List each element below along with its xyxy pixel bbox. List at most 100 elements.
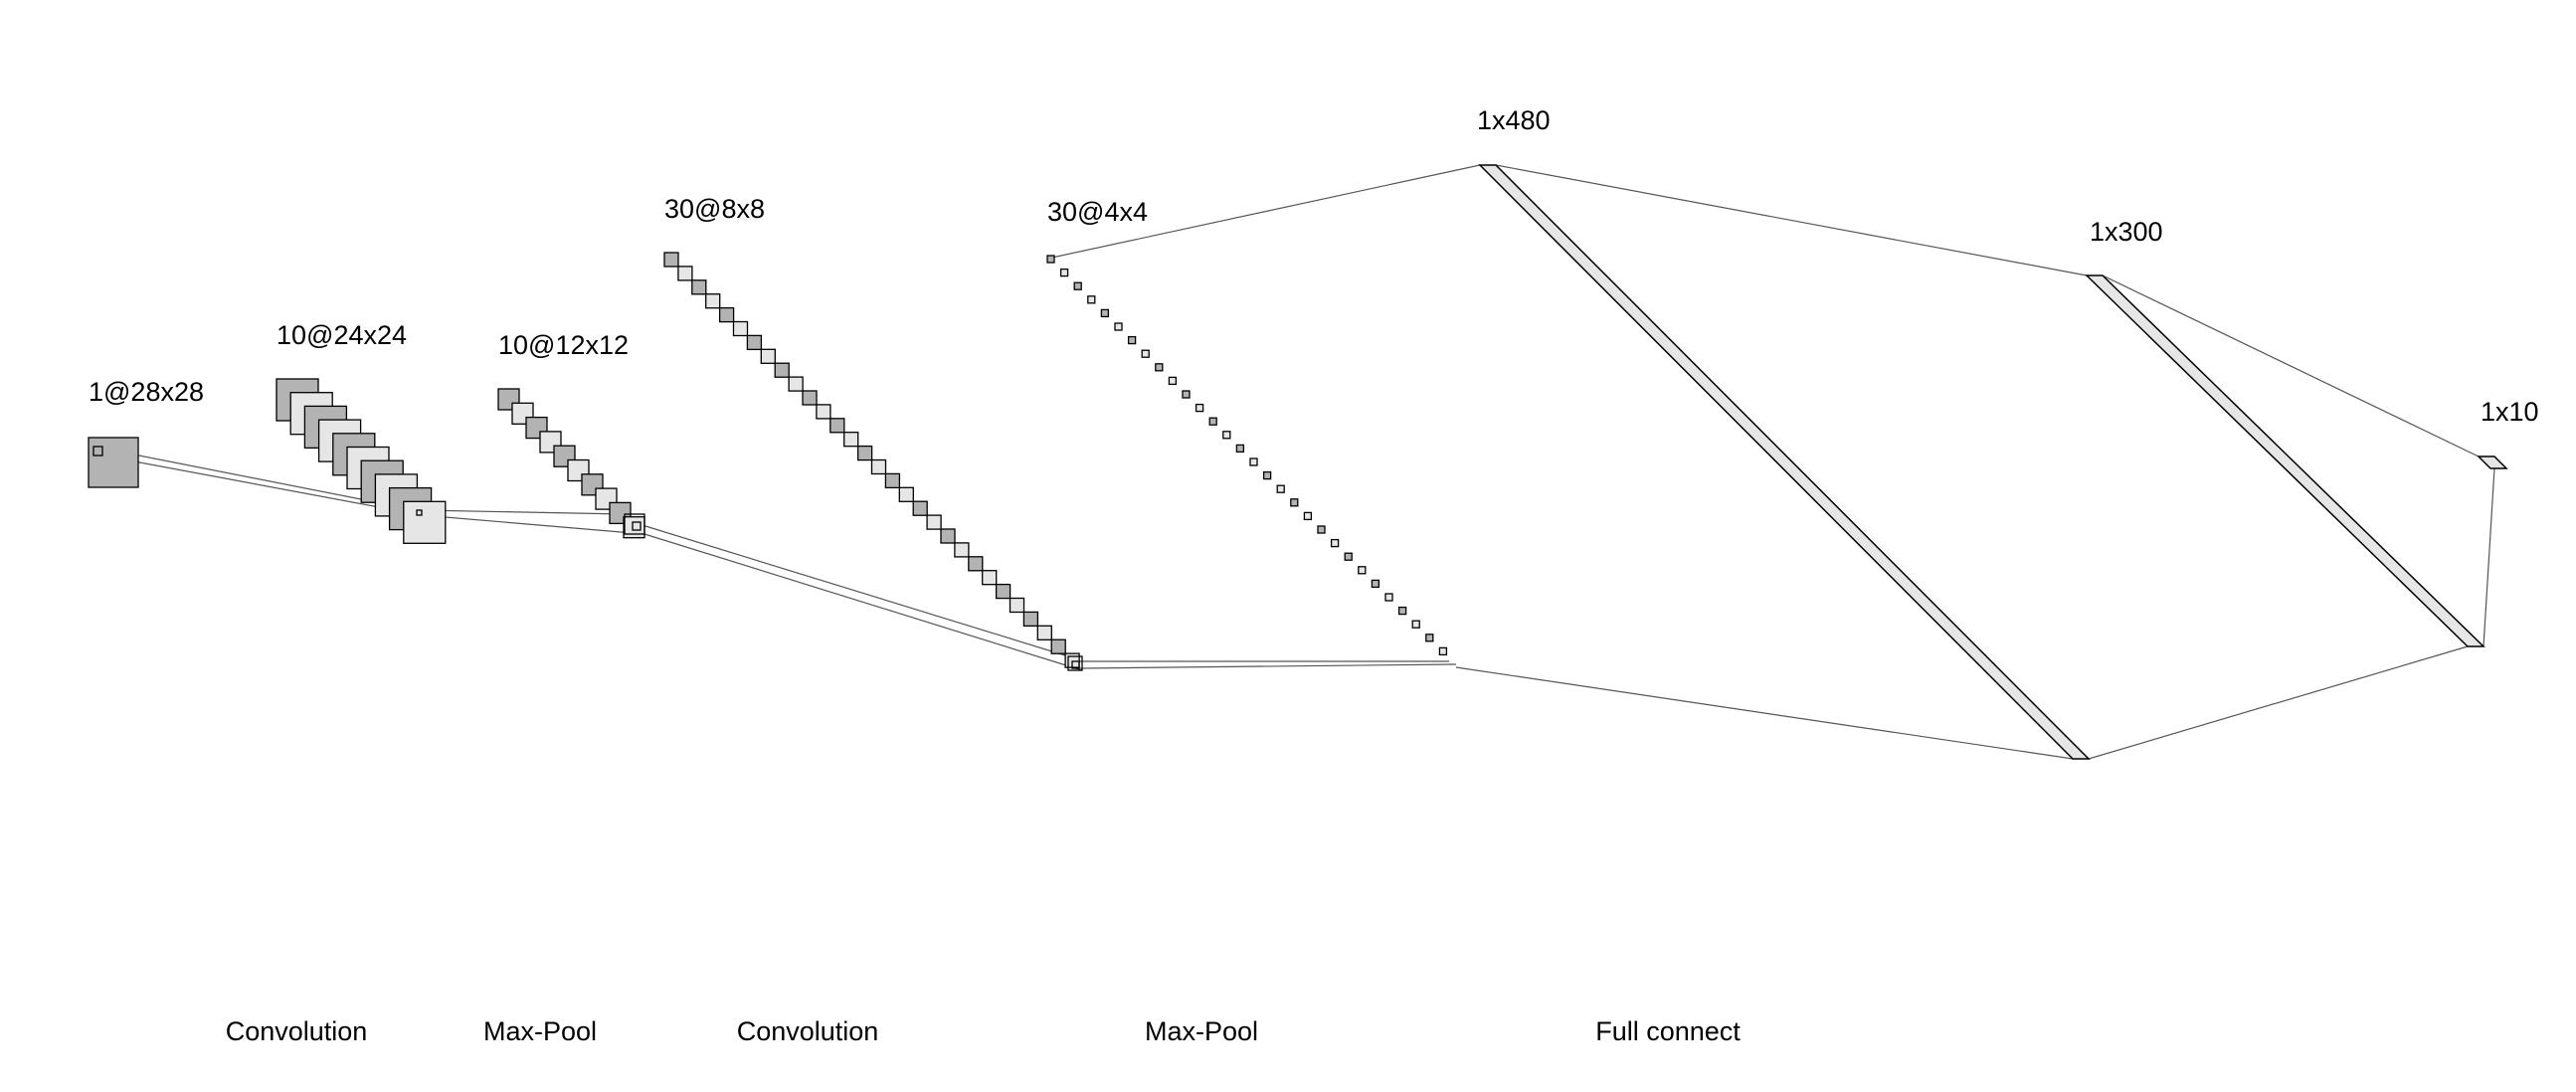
pool2-feature-map <box>1411 620 1420 629</box>
conv2-layer-label: 30@8x8 <box>664 194 765 224</box>
pool2-feature-map <box>1235 444 1245 454</box>
conv2-feature-map <box>663 252 679 268</box>
connection-line <box>2088 645 2469 760</box>
pool2-feature-map <box>1276 484 1285 493</box>
connection-line <box>2483 467 2495 647</box>
conv2-feature-map <box>760 348 776 364</box>
output-layer <box>2477 455 2508 469</box>
conv2-feature-map <box>1022 611 1039 628</box>
conv2-feature-map <box>677 266 693 281</box>
connection-line <box>644 533 1083 671</box>
conv2-feature-map <box>926 514 942 530</box>
connection-line <box>1455 666 2074 760</box>
connection-line <box>1046 164 1481 260</box>
operation-caption: Convolution <box>226 1016 368 1046</box>
pool2-feature-map <box>1425 634 1434 642</box>
connection-line <box>421 509 626 515</box>
conv2-feature-map <box>982 570 998 586</box>
fc2-layer-label: 1x300 <box>2090 217 2163 247</box>
connection-lines <box>92 164 2495 760</box>
pool2-layer-stack <box>1046 255 1448 656</box>
conv2-feature-map <box>843 432 859 448</box>
operation-caption: Max-Pool <box>483 1016 597 1046</box>
connection-line <box>1495 164 2088 276</box>
fc1-layer-label: 1x480 <box>1477 105 1551 135</box>
conv2-feature-map <box>718 306 735 323</box>
pool2-feature-map <box>1114 322 1123 331</box>
pool2-feature-map <box>1303 511 1313 521</box>
conv2-window <box>1067 655 1083 671</box>
conv2-feature-map <box>856 445 873 461</box>
pool2-feature-map <box>1358 566 1367 575</box>
pool2-feature-map <box>1249 457 1258 466</box>
pool2-feature-map <box>1438 646 1448 656</box>
pool2-feature-map <box>1195 403 1204 413</box>
conv2-feature-map <box>829 418 845 434</box>
pool2-feature-map <box>1371 579 1380 589</box>
input-kernel-window <box>92 446 103 456</box>
fc1-layer <box>1478 164 2091 760</box>
conv2-feature-map <box>691 279 707 295</box>
pool2-feature-map <box>1168 376 1178 386</box>
pool2-feature-map <box>1087 295 1096 304</box>
conv2-output-pixel <box>1071 660 1080 669</box>
connection-line <box>1078 663 1457 669</box>
pool1-output-pixel <box>632 521 642 531</box>
conv2-feature-map <box>912 500 928 516</box>
conv1-feature-map <box>403 500 447 544</box>
operation-caption: Full connect <box>1595 1016 1741 1046</box>
pool2-feature-map <box>1222 431 1231 440</box>
pool2-feature-map <box>1344 552 1353 561</box>
input-feature-map <box>88 437 139 488</box>
operation-caption: Convolution <box>737 1016 879 1046</box>
connection-line <box>421 514 645 535</box>
pool2-feature-map <box>1397 606 1407 616</box>
conv2-feature-map <box>1036 625 1052 640</box>
pool2-feature-map <box>1059 268 1069 277</box>
conv1-layer-label: 10@24x24 <box>276 320 407 350</box>
conv2-feature-map <box>870 458 887 475</box>
pool1-window <box>624 513 645 535</box>
conv2-feature-map <box>732 320 749 337</box>
conv2-feature-map <box>1009 597 1025 614</box>
pool2-feature-map <box>1127 335 1137 345</box>
pool2-feature-map <box>1182 390 1191 399</box>
conv2-feature-map <box>746 334 763 351</box>
conv2-feature-map <box>968 556 984 572</box>
fc2-layer <box>2085 274 2485 647</box>
connection-line <box>2102 274 2480 457</box>
conv2-feature-map <box>705 293 721 309</box>
operation-caption: Max-Pool <box>1145 1016 1258 1046</box>
conv1-output-pixel <box>416 509 423 516</box>
pool2-feature-map <box>1317 525 1326 534</box>
output-layer-label: 1x10 <box>2481 397 2539 427</box>
fully-connected-layers <box>1478 164 2508 760</box>
pool2-feature-map <box>1290 498 1299 507</box>
pool2-feature-map <box>1208 417 1217 426</box>
connection-line <box>101 455 423 516</box>
conv2-feature-map <box>802 390 818 406</box>
conv2-layer-stack <box>663 252 1080 668</box>
kernel-windows <box>92 446 1083 671</box>
pool2-feature-map <box>1330 538 1340 548</box>
conv2-feature-map <box>940 528 956 544</box>
pool2-feature-map <box>1384 593 1393 602</box>
pool2-feature-map <box>1073 281 1082 290</box>
conv2-feature-map <box>995 583 1012 600</box>
pool2-feature-map <box>1155 363 1164 372</box>
conv2-feature-map <box>788 376 804 392</box>
pool1-layer-label: 10@12x12 <box>498 330 629 360</box>
pool2-layer-label: 30@4x4 <box>1047 197 1148 227</box>
conv2-feature-map <box>1050 638 1066 654</box>
pool2-feature-map <box>1046 255 1055 264</box>
connection-line <box>632 521 1069 657</box>
conv1-layer-stack <box>276 378 447 544</box>
input-layer-label: 1@28x28 <box>89 377 204 407</box>
pool2-feature-map <box>1100 308 1110 318</box>
conv2-feature-map <box>954 542 970 558</box>
pool2-feature-map <box>1262 470 1272 480</box>
conv2-feature-map <box>884 472 901 489</box>
conv2-feature-map <box>816 404 831 420</box>
conv2-feature-map <box>774 362 790 378</box>
